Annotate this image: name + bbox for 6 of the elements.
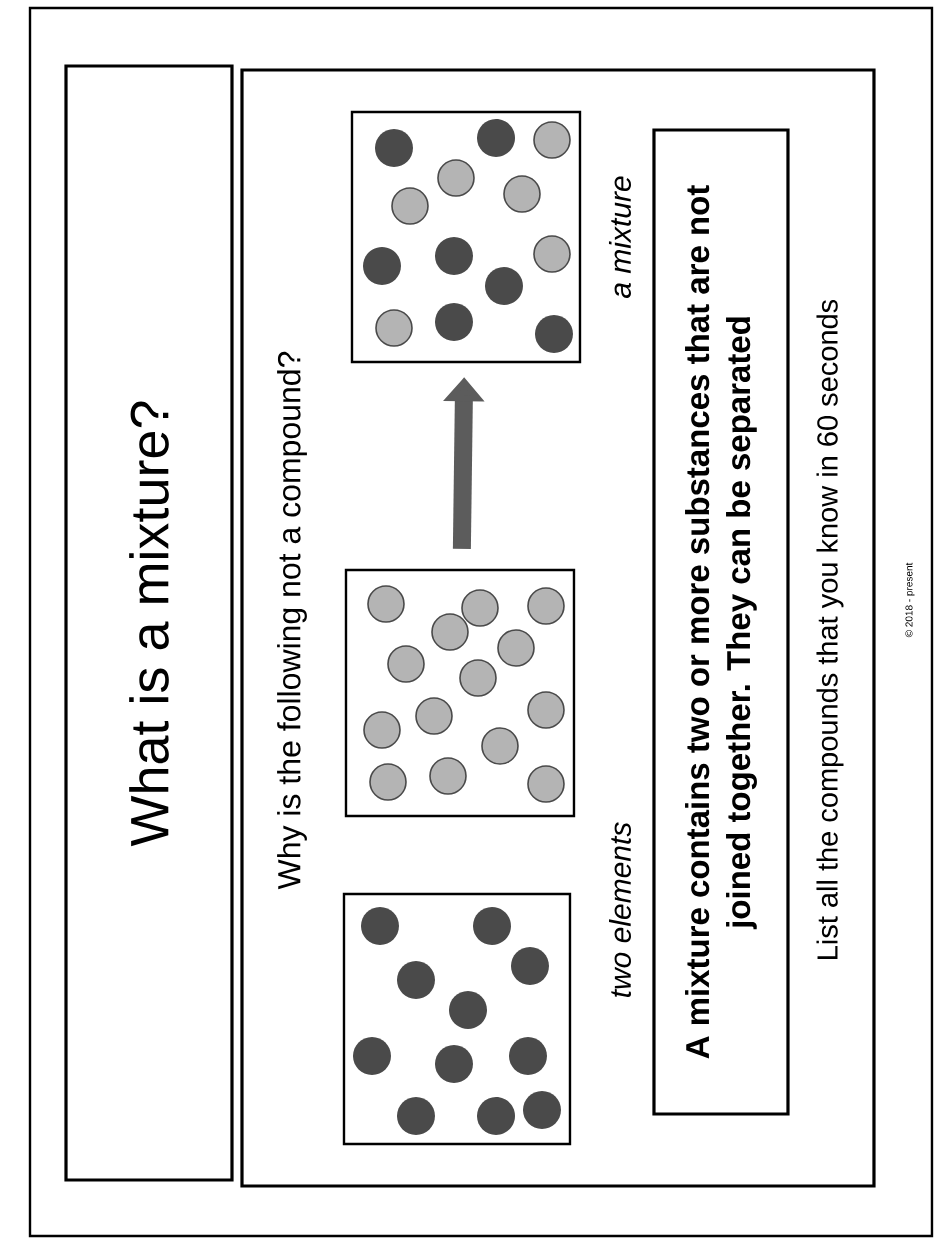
title-box: What is a mixture? xyxy=(64,64,234,1182)
question-text: Why is the following not a compound? xyxy=(277,351,307,890)
caption: two elements xyxy=(608,822,631,997)
instruction-text: List all the compounds that you know in 60 seconds xyxy=(816,299,844,959)
node-label: a mixture xyxy=(608,176,631,299)
definition-box: A mixture contains two or more substances that are not joined together. They can be separated xyxy=(652,128,790,1116)
